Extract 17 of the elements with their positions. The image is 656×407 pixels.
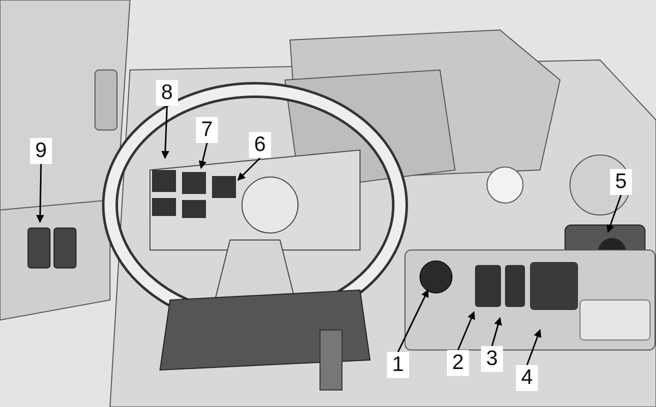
callout-number: 4	[516, 365, 538, 391]
callout-number: 1	[387, 352, 409, 378]
callout-number: 7	[196, 117, 218, 143]
leader-line	[606, 194, 622, 233]
callout-number: 3	[481, 346, 503, 372]
callout-number: 9	[30, 138, 52, 164]
callout-number: 2	[447, 350, 469, 376]
leader-line	[36, 164, 44, 223]
leader-line	[457, 311, 475, 350]
leader-line	[237, 157, 261, 181]
leader-line	[491, 317, 502, 346]
callout-number: 8	[156, 80, 178, 106]
callout-number: 5	[610, 169, 632, 195]
leader-line	[198, 142, 208, 169]
leader-line	[397, 289, 429, 352]
leader-line	[526, 329, 542, 366]
callout-number: 6	[249, 132, 271, 158]
